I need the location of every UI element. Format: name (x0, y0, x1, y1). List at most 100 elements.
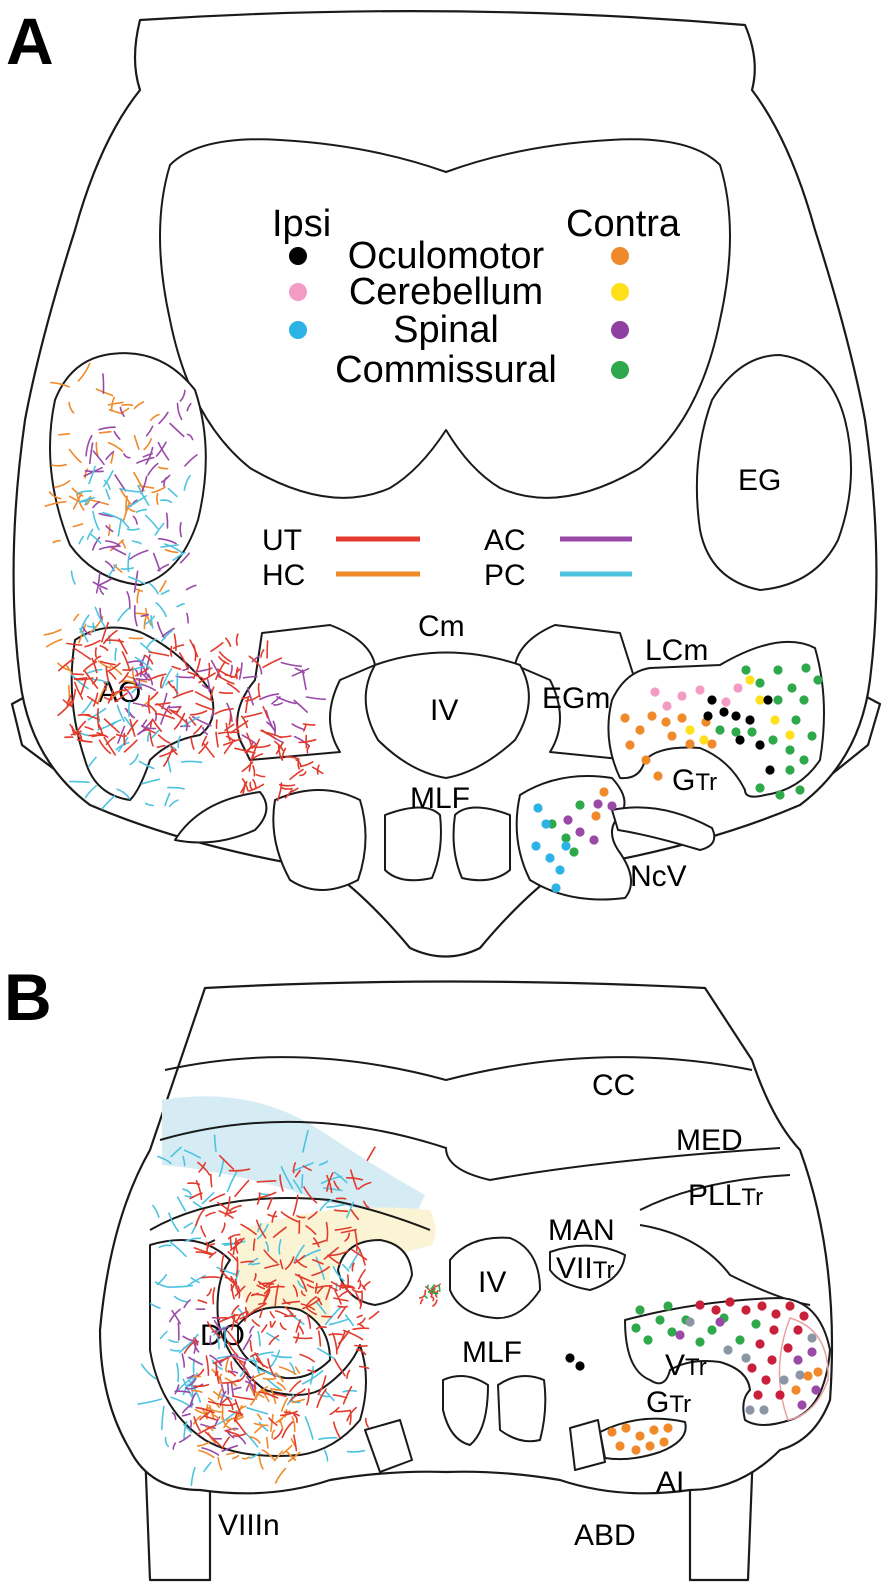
oculomotor-contra-dot (667, 731, 677, 741)
red-contra-dot (799, 1311, 809, 1321)
pc-fiber-b (271, 1354, 293, 1359)
hc-fiber-a (45, 638, 63, 648)
pc-fiber-b (346, 1449, 366, 1453)
pc-fiber-a (126, 528, 140, 531)
ut-fiber-b (193, 1383, 210, 1388)
ut-fiber-a (100, 660, 116, 666)
legend-contra-dot-commissural (611, 361, 629, 379)
ut-fiber-b (228, 1168, 251, 1172)
hc-fiber-a (121, 680, 135, 684)
ut-fiber-b (357, 1317, 366, 1326)
ut-fiber-b (231, 1304, 240, 1315)
ac-fiber-b (213, 1319, 221, 1330)
ut-fiber-a (242, 781, 246, 795)
ut-fiber-a (198, 672, 216, 684)
ut-fiber-a (125, 686, 140, 689)
ut-fiber-b (273, 1393, 287, 1398)
hc-fiber-a (157, 466, 169, 470)
ut-fiber-b (317, 1297, 323, 1306)
spinal-contra-dot (797, 1400, 807, 1410)
hc-fiber-a (145, 607, 152, 626)
ut-fiber-b (364, 1417, 369, 1428)
spinal-contra-dot (793, 1355, 803, 1365)
ut-fiber-b (266, 1197, 273, 1210)
ac-fiber-b (200, 1423, 216, 1429)
ut-fiber-b (368, 1310, 380, 1320)
ut-fiber-b (221, 1254, 225, 1272)
pc-fiber-b (140, 1363, 157, 1380)
cerebellum-contra-dot (770, 715, 780, 725)
ut-fiber-a (223, 739, 236, 755)
hc-fiber-b (271, 1429, 276, 1439)
hc-fiber-b (250, 1393, 260, 1406)
ac-fiber-a (202, 726, 209, 736)
ut-fiber-a (80, 713, 100, 721)
region-viitr: VIITr (556, 1252, 614, 1285)
ac-fiber-a (157, 441, 170, 461)
commissural-contra-dot (667, 1327, 677, 1337)
ac-fiber-a (163, 476, 168, 487)
ut-fiber-a (123, 732, 126, 746)
region-ai: AI (656, 1466, 684, 1499)
pc-fiber-a (161, 668, 173, 689)
pc-fiber-a (108, 563, 118, 577)
ut-fiber-b (229, 1236, 233, 1249)
ac-fiber-a (157, 563, 170, 572)
spinal-ipsi-dot (531, 841, 541, 851)
pc-fiber-a (134, 656, 153, 671)
hc-fiber-a (68, 401, 75, 414)
ut-fiber-a (168, 708, 179, 713)
pc-fiber-a (92, 510, 100, 531)
hc-fiber-a (97, 687, 106, 704)
lower-left-structure-a (272, 789, 367, 891)
ut-fiber-a (66, 642, 83, 646)
oculomotor-ipsi-dot (755, 740, 765, 750)
ut-fiber-b (307, 1369, 316, 1374)
ut-fiber-b (327, 1254, 341, 1266)
spinal-contra-dot (589, 835, 599, 845)
ut-fiber-b (269, 1320, 272, 1328)
pc-fiber-b (304, 1416, 314, 1440)
ac-fiber-b (233, 1386, 242, 1391)
ut-fiber-b (210, 1173, 213, 1188)
pll-main: PLL (688, 1179, 741, 1212)
pc-fiber-a (160, 544, 179, 548)
ac-fiber-a (133, 570, 139, 593)
ut-fiber-b (256, 1192, 261, 1205)
spinal-ipsi-dot (533, 803, 543, 813)
hc-fiber-a (84, 468, 89, 479)
oculomotor-contra-dot (635, 725, 645, 735)
ut-fiber-b (337, 1305, 348, 1308)
spinal-contra-dot (807, 1347, 817, 1357)
hc-fiber-a (151, 486, 166, 494)
ut-fiber-a (148, 651, 170, 657)
ut-fiber-b (345, 1177, 364, 1181)
oculomotor-ipsi-dot (731, 711, 741, 721)
ut-fiber-b (269, 1311, 275, 1319)
pc-fiber-a (120, 518, 130, 529)
ac-fiber-b (183, 1299, 191, 1309)
pc-fiber-a (168, 799, 179, 808)
ut-fiber-b (294, 1169, 301, 1178)
ut-fiber-b (255, 1219, 267, 1239)
ut-fiber-b (357, 1246, 366, 1266)
ac-fiber-a (89, 442, 94, 465)
hc-fiber-a (134, 612, 147, 616)
ut-fiber-a (169, 645, 173, 657)
pc-fiber-a (177, 735, 181, 749)
ac-fiber-b (230, 1381, 234, 1396)
hc-fiber-a (69, 495, 79, 502)
commissural-fiber-b (438, 1284, 441, 1292)
ut-fiber-a (66, 694, 72, 707)
legend-label-commissural: Commissural (335, 349, 557, 391)
hc-fiber-b (250, 1372, 266, 1381)
cerebellum-ipsi-dot (662, 701, 672, 711)
ut-fiber-b (359, 1323, 365, 1329)
ut-fiber-b (234, 1278, 238, 1290)
ut-fiber-a (70, 730, 82, 736)
ut-fiber-a (210, 686, 215, 700)
ut-fiber-b (337, 1306, 347, 1319)
ut-fiber-a (192, 658, 201, 679)
region-cc: CC (592, 1069, 635, 1102)
ut-fiber-b (227, 1370, 236, 1377)
